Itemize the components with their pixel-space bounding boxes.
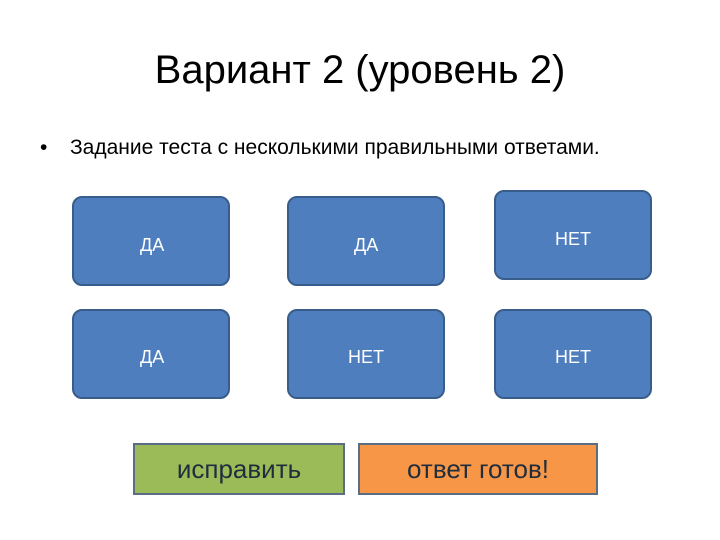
- answer-ready-button-label: ответ готов!: [407, 453, 549, 484]
- answer-tile-label: ДА: [140, 347, 165, 367]
- answer-tile-6[interactable]: НЕТ: [494, 309, 652, 399]
- answer-tile-label: ДА: [354, 235, 379, 255]
- task-description: • Задание теста с несколькими правильными…: [40, 134, 600, 162]
- answer-tile-3[interactable]: НЕТ: [494, 190, 652, 280]
- slide-title: Вариант 2 (уровень 2): [154, 48, 566, 92]
- answer-tile-5[interactable]: НЕТ: [287, 309, 445, 399]
- answer-tile-label: НЕТ: [348, 347, 384, 367]
- answer-tile-label: НЕТ: [555, 347, 591, 367]
- answer-tile-2[interactable]: ДА: [287, 196, 445, 286]
- task-text: Задание теста с несколькими правильными …: [70, 136, 600, 159]
- fix-button[interactable]: исправить: [133, 443, 345, 495]
- bullet-marker: •: [40, 136, 48, 159]
- answer-tile-label: НЕТ: [555, 229, 591, 249]
- answer-tile-4[interactable]: ДА: [72, 309, 230, 399]
- fix-button-label: исправить: [176, 453, 302, 484]
- answer-ready-button[interactable]: ответ готов!: [358, 443, 598, 495]
- answer-tile-label: ДА: [140, 235, 165, 255]
- answer-tile-1[interactable]: ДА: [72, 196, 230, 286]
